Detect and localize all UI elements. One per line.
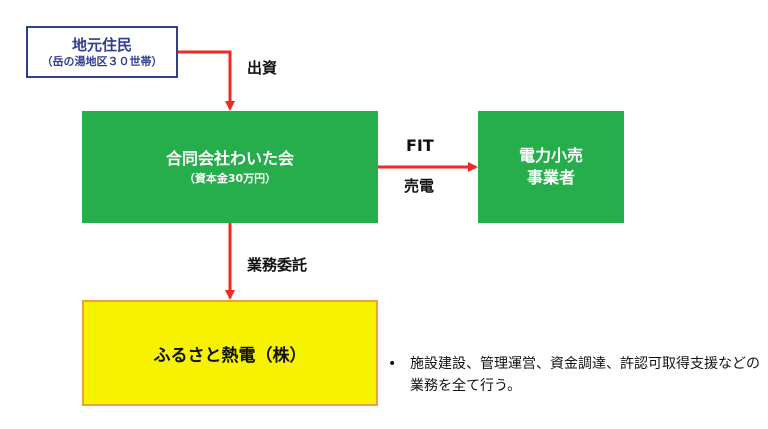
retailer-line1: 電力小売 (518, 146, 583, 165)
invest-arrow (178, 50, 235, 111)
note-text: 施設建設、管理運営、資金調達、許認可取得支援などの業務を全て行う。 (410, 356, 760, 394)
furusato-box: ふるさと熱電（株） (82, 300, 378, 406)
resident-box: 地元住民 （岳の湯地区３０世帯） (26, 26, 178, 78)
fit-label: FIT (406, 136, 434, 155)
retailer-line2: 事業者 (526, 168, 575, 187)
waitakai-title: 合同会社わいた会 (165, 148, 294, 168)
note: • 施設建設、管理運営、資金調達、許認可取得支援などの業務を全て行う。 (388, 353, 760, 397)
sell-label: 売電 (404, 177, 435, 195)
furusato-title: ふるさと熱電（株） (153, 345, 307, 366)
invest-label: 出資 (247, 59, 278, 77)
note-bullet: • (388, 356, 397, 372)
retailer-box: 電力小売 事業者 (478, 111, 624, 223)
commission-label: 業務委託 (247, 256, 308, 274)
resident-subtitle: （岳の湯地区３０世帯） (41, 54, 163, 68)
resident-title: 地元住民 (71, 35, 132, 54)
waitakai-subtitle: （資本金30万円） (183, 171, 277, 185)
waitakai-box: 合同会社わいた会 （資本金30万円） (82, 111, 378, 223)
